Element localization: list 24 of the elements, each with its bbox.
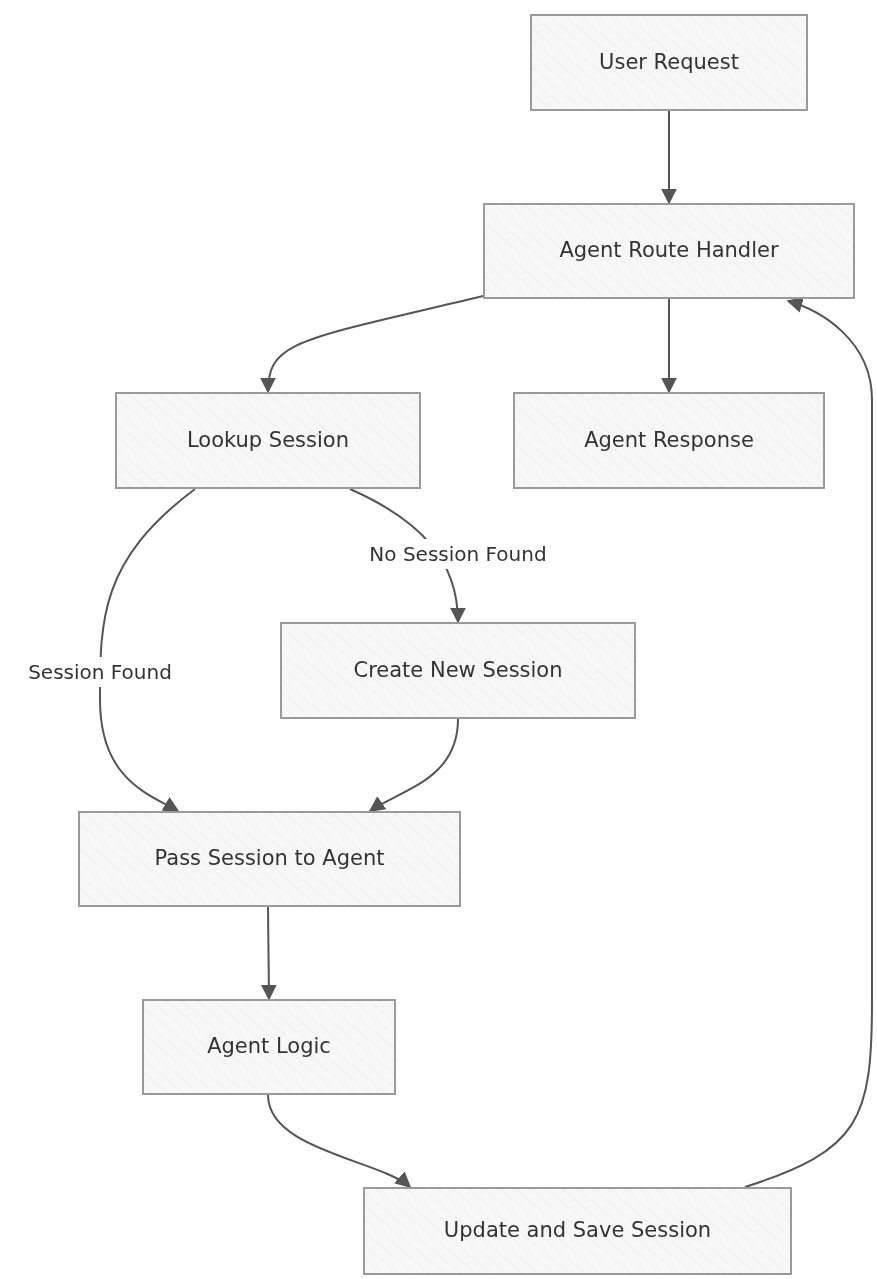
box-label: Agent Route Handler bbox=[559, 237, 779, 265]
box-label: Create New Session bbox=[353, 656, 563, 684]
arrow bbox=[661, 110, 677, 205]
arrow bbox=[744, 297, 873, 1188]
process-box bbox=[78, 811, 461, 907]
box-label: Agent Logic bbox=[207, 1033, 331, 1061]
box-label: Lookup Session bbox=[187, 426, 349, 454]
process-box bbox=[483, 203, 855, 299]
process-box bbox=[363, 1187, 792, 1275]
process-box bbox=[280, 622, 636, 719]
arrow bbox=[99, 488, 196, 812]
arrow bbox=[368, 718, 459, 812]
arrow bbox=[260, 906, 277, 1001]
box-label: Pass Session to Agent bbox=[154, 845, 385, 873]
box-label: Update and Save Session bbox=[443, 1217, 712, 1245]
arrow bbox=[267, 1094, 412, 1188]
box-label: Agent Response bbox=[584, 426, 754, 454]
process-box bbox=[513, 392, 825, 489]
process-box bbox=[530, 14, 808, 111]
arrow bbox=[260, 295, 484, 394]
arrow bbox=[661, 298, 677, 394]
box-label: User Request bbox=[599, 48, 739, 76]
process-box bbox=[142, 999, 396, 1095]
process-box bbox=[115, 392, 421, 489]
